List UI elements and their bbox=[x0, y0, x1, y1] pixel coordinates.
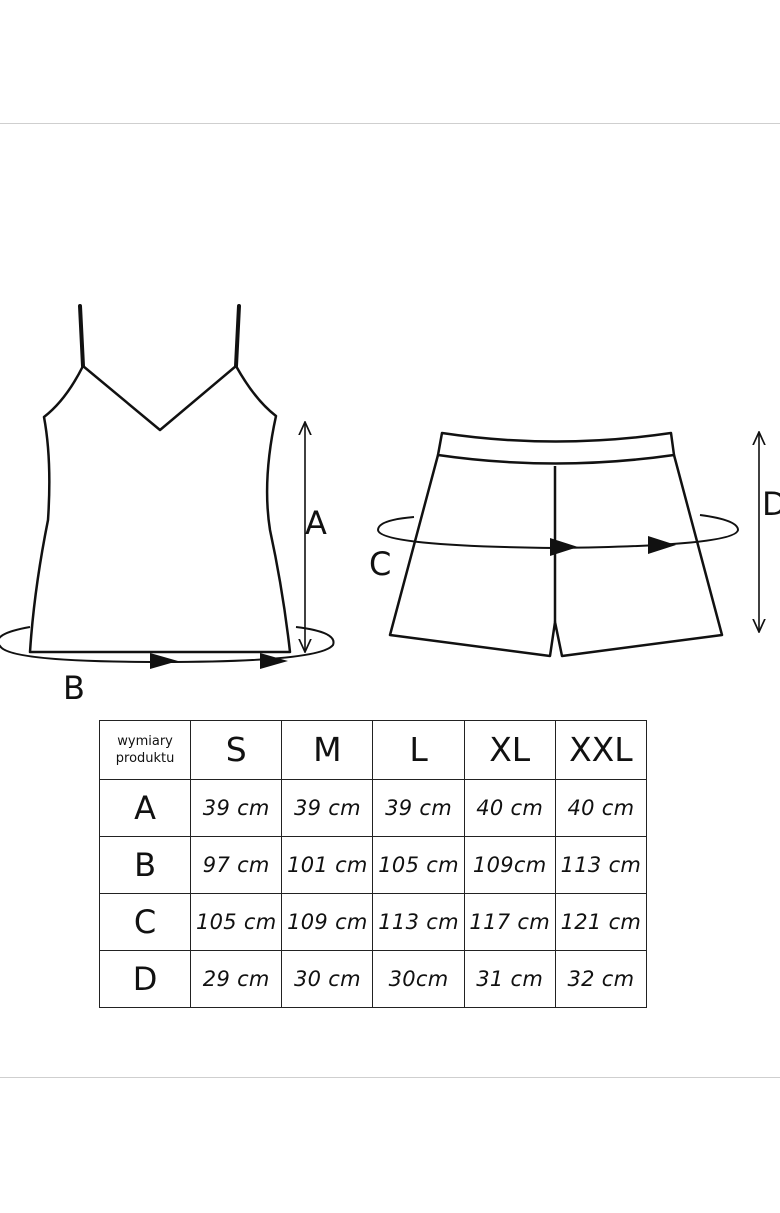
table-cell: 113 cm bbox=[372, 892, 465, 951]
measure-c-arrow-2 bbox=[648, 536, 676, 554]
size-header: XXL bbox=[554, 720, 648, 780]
top-body-outline bbox=[28, 364, 292, 654]
camisole-top bbox=[28, 304, 292, 654]
shorts-waistband bbox=[436, 431, 676, 465]
table-cell: 117 cm bbox=[463, 892, 556, 951]
size-header: M bbox=[281, 720, 374, 780]
table-row: B 97 cm 101 cm 105 cm 109cm 113 cm bbox=[98, 835, 648, 894]
table-cell: 29 cm bbox=[190, 949, 283, 1009]
table-cell: 39 cm bbox=[372, 778, 465, 837]
left-strap bbox=[78, 304, 85, 368]
table-cell: 30 cm bbox=[281, 949, 374, 1009]
label-a: A bbox=[305, 504, 327, 542]
table-cell: 113 cm bbox=[554, 835, 648, 894]
bottom-divider bbox=[0, 1077, 780, 1078]
top-divider bbox=[0, 123, 780, 124]
label-b: B bbox=[63, 669, 85, 707]
measure-c-arrow-1 bbox=[550, 538, 578, 556]
measure-b-arrow-2 bbox=[260, 653, 288, 669]
table-cell: 101 cm bbox=[281, 835, 374, 894]
measure-b-arrow-1 bbox=[150, 653, 178, 669]
size-header: L bbox=[372, 720, 465, 780]
table-row: C 105 cm 109 cm 113 cm 117 cm 121 cm bbox=[98, 892, 648, 951]
right-strap bbox=[234, 304, 241, 368]
row-label: A bbox=[98, 778, 192, 837]
measure-b bbox=[0, 626, 335, 669]
table-cell: 105 cm bbox=[190, 892, 283, 951]
table-cell: 97 cm bbox=[190, 835, 283, 894]
label-d: D bbox=[762, 485, 780, 523]
row-label: C bbox=[98, 892, 192, 951]
table-cell: 39 cm bbox=[281, 778, 374, 837]
measure-c bbox=[376, 514, 740, 556]
row-label: B bbox=[98, 835, 192, 894]
table-cell: 39 cm bbox=[190, 778, 283, 837]
table-row: D 29 cm 30 cm 30cm 31 cm 32 cm bbox=[98, 949, 648, 1009]
table-cell: 105 cm bbox=[372, 835, 465, 894]
size-header: S bbox=[190, 720, 283, 780]
table-cell: 109cm bbox=[463, 835, 556, 894]
garment-diagram: A B C D bbox=[0, 304, 780, 707]
table-cell: 30cm bbox=[372, 949, 465, 1009]
table-cell: 40 cm bbox=[463, 778, 556, 837]
size-header: XL bbox=[463, 720, 556, 780]
table-cell: 121 cm bbox=[554, 892, 648, 951]
table-cell: 109 cm bbox=[281, 892, 374, 951]
measure-b-ellipse bbox=[0, 626, 335, 664]
table-cell: 40 cm bbox=[554, 778, 648, 837]
corner-line-2: produktu bbox=[115, 750, 175, 766]
table-row: A 39 cm 39 cm 39 cm 40 cm 40 cm bbox=[98, 778, 648, 837]
corner-line-1: wymiary bbox=[117, 733, 173, 749]
label-c: C bbox=[369, 545, 391, 583]
table-cell: 31 cm bbox=[463, 949, 556, 1009]
table-cell: 32 cm bbox=[554, 949, 648, 1009]
row-label: D bbox=[98, 949, 192, 1009]
